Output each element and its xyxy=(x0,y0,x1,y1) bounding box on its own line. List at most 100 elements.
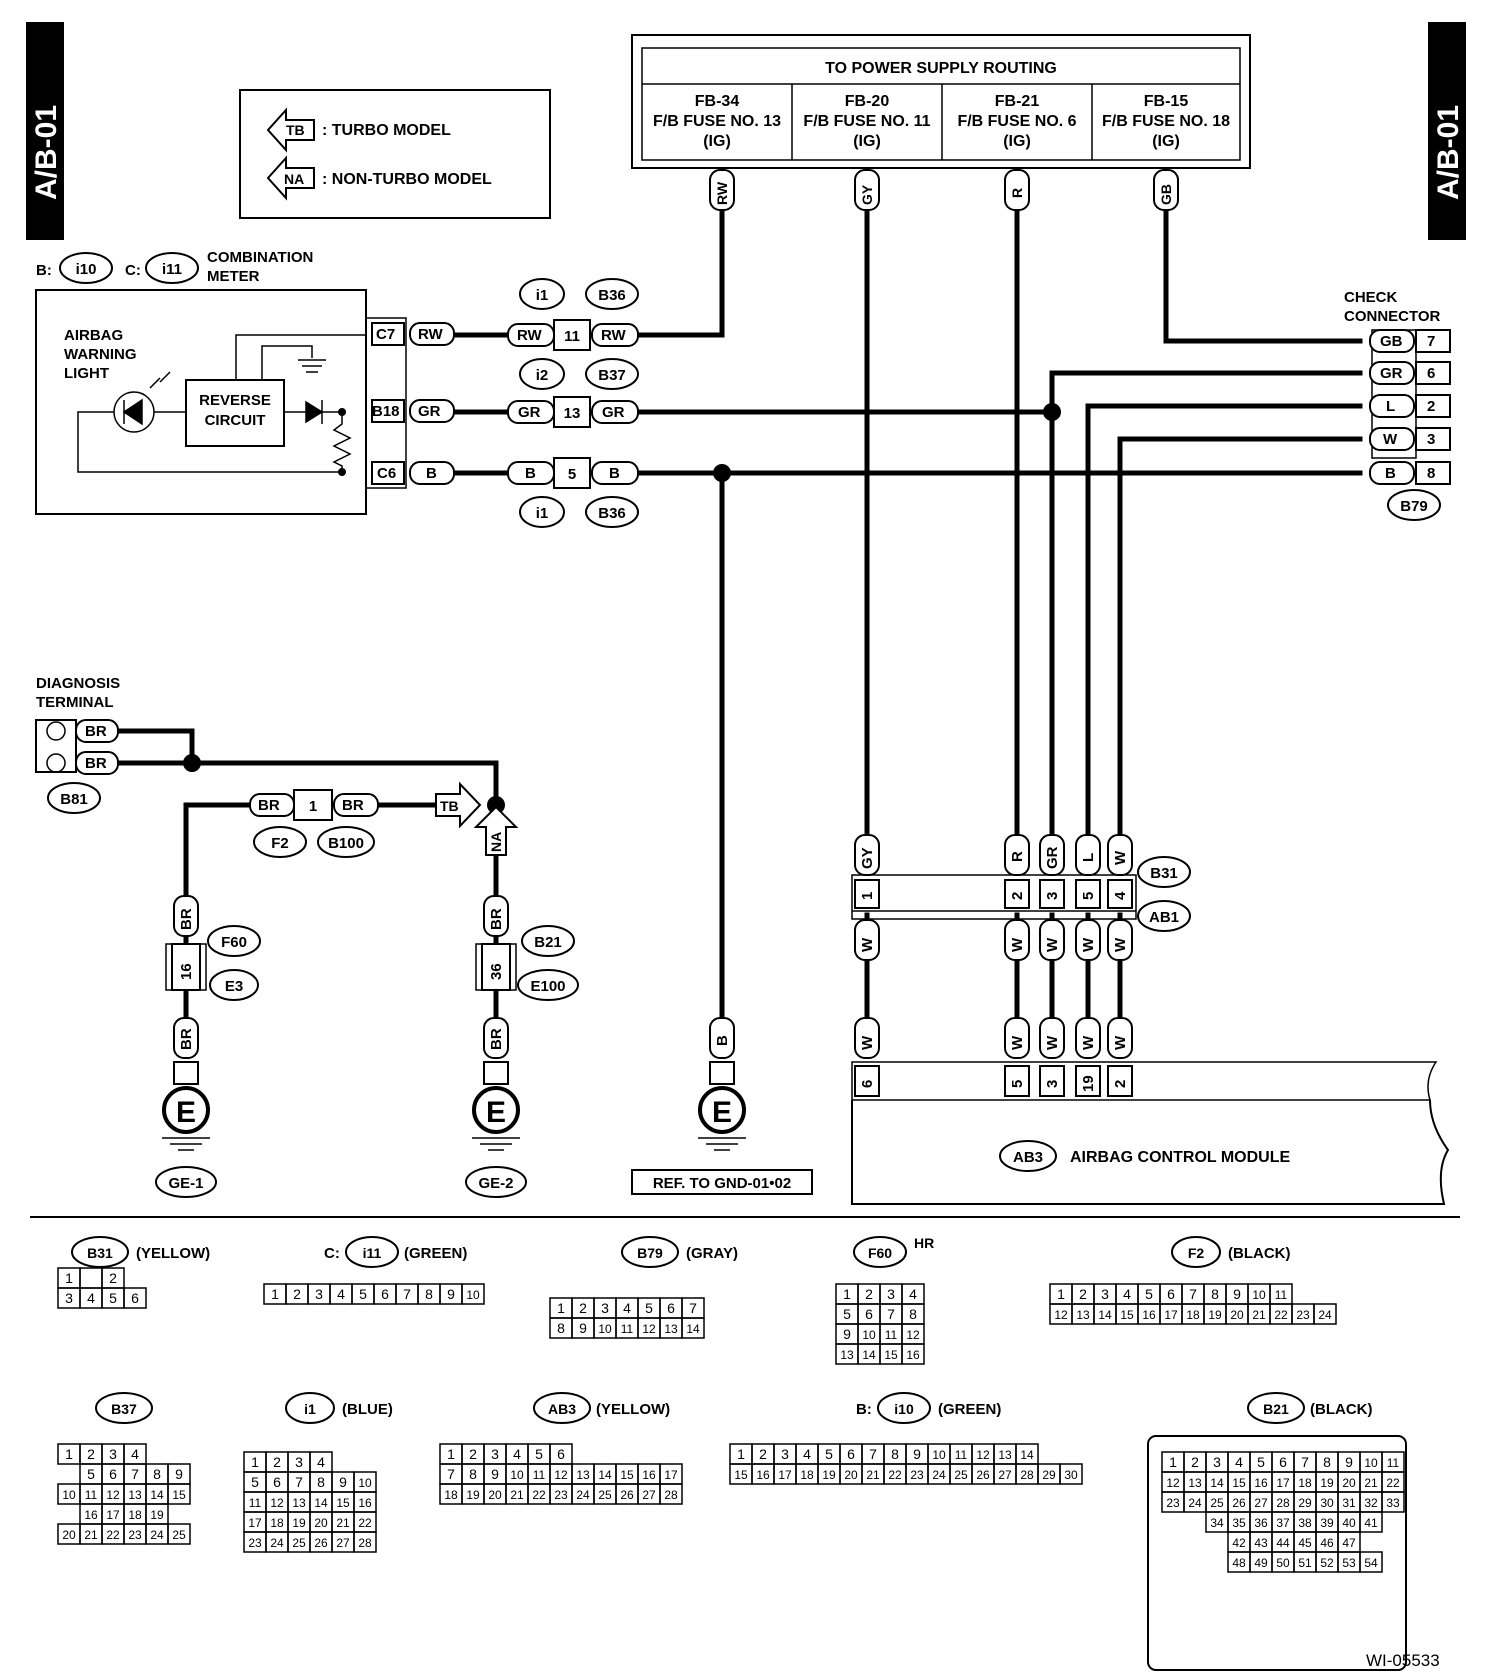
pin-number: 3 xyxy=(781,1446,789,1462)
svg-text:W: W xyxy=(1009,937,1026,952)
pin-number: 2 xyxy=(579,1300,587,1316)
pin-number: 39 xyxy=(1320,1516,1334,1530)
svg-text:13: 13 xyxy=(564,405,581,422)
svg-text:7: 7 xyxy=(1427,333,1435,350)
pin-number: 1 xyxy=(65,1446,73,1462)
pin-number: 15 xyxy=(884,1348,898,1362)
pin-number: 4 xyxy=(337,1286,345,1302)
pin-number: 8 xyxy=(153,1466,161,1482)
svg-text:W: W xyxy=(1112,850,1129,865)
svg-text:F2: F2 xyxy=(271,835,289,852)
pin-number: 24 xyxy=(150,1528,164,1542)
svg-text:E: E xyxy=(712,1096,732,1129)
pin-number: 15 xyxy=(620,1468,634,1482)
pin-number: 54 xyxy=(1364,1556,1378,1570)
pin-number: 12 xyxy=(1054,1308,1068,1322)
svg-text:GR: GR xyxy=(1380,365,1403,382)
svg-text:GR: GR xyxy=(602,404,625,421)
pin-number: 28 xyxy=(1276,1496,1290,1510)
pin-number: 23 xyxy=(128,1528,142,1542)
svg-text:BR: BR xyxy=(85,723,107,740)
pin-number: 6 xyxy=(667,1300,675,1316)
pin-number: 22 xyxy=(106,1528,120,1542)
fuse-name: F/B FUSE NO. 11 xyxy=(803,113,930,130)
svg-text:W: W xyxy=(1080,937,1097,952)
tb-arrow-icon xyxy=(435,781,482,829)
pin-number: 10 xyxy=(466,1288,480,1302)
pin-number: 33 xyxy=(1386,1496,1400,1510)
pin-number: 17 xyxy=(664,1468,678,1482)
pin-number: 13 xyxy=(576,1468,590,1482)
svg-text:(BLACK): (BLACK) xyxy=(1228,1245,1290,1262)
svg-text:BR: BR xyxy=(488,908,505,930)
pin-number: 20 xyxy=(1342,1476,1356,1490)
svg-text:F2: F2 xyxy=(1188,1245,1205,1261)
pin-number: 11 xyxy=(533,1468,546,1482)
pin-number: 1 xyxy=(1057,1286,1065,1302)
svg-text:i10: i10 xyxy=(894,1401,914,1417)
svg-text:W: W xyxy=(1009,1035,1026,1050)
pin-number: 3 xyxy=(887,1286,895,1302)
pin-number: 16 xyxy=(906,1348,920,1362)
pin-number: 21 xyxy=(1364,1476,1378,1490)
pin-number: 1 xyxy=(557,1300,565,1316)
svg-text:GR: GR xyxy=(1044,846,1061,869)
svg-text:B31: B31 xyxy=(1150,865,1178,882)
pin-number: 31 xyxy=(1342,1496,1356,1510)
svg-text:B: B xyxy=(714,1035,731,1046)
pin-number: 6 xyxy=(109,1466,117,1482)
pin-number: 9 xyxy=(447,1286,455,1302)
pin-number: 11 xyxy=(621,1322,634,1336)
pin-number: 25 xyxy=(172,1528,186,1542)
pin-number: 16 xyxy=(642,1468,656,1482)
fuse-ig: (IG) xyxy=(1152,133,1180,150)
pin-number: 40 xyxy=(1342,1516,1356,1530)
svg-text:REF. TO GND-01•02: REF. TO GND-01•02 xyxy=(653,1175,791,1192)
svg-text:GB: GB xyxy=(1380,333,1403,350)
power-supply-box xyxy=(631,34,1251,169)
svg-text:C:: C: xyxy=(324,1245,340,1262)
pin-number: 19 xyxy=(822,1468,836,1482)
pin-number: 36 xyxy=(1254,1516,1268,1530)
svg-text:B79: B79 xyxy=(1400,498,1428,515)
svg-text:(GRAY): (GRAY) xyxy=(686,1245,738,1262)
pin-number: 24 xyxy=(270,1536,284,1550)
pin-number: 11 xyxy=(1275,1288,1288,1302)
pin-number: 22 xyxy=(358,1516,372,1530)
pin-number: 6 xyxy=(273,1474,281,1490)
pin-number: 23 xyxy=(1166,1496,1180,1510)
wire-tag: GY xyxy=(859,184,875,205)
fuse-id: FB-20 xyxy=(845,93,890,110)
pin-number: 21 xyxy=(1252,1308,1266,1322)
pin-number: 5 xyxy=(87,1466,95,1482)
pin-number: 1 xyxy=(65,1270,73,1286)
pin-number: 51 xyxy=(1298,1556,1312,1570)
svg-text:5: 5 xyxy=(1009,1080,1026,1088)
svg-text:CHECK: CHECK xyxy=(1344,289,1398,306)
pin-number: 11 xyxy=(85,1488,98,1502)
wire-tag: GB xyxy=(1158,184,1174,205)
svg-text:B: B xyxy=(525,465,536,482)
pin-number: 1 xyxy=(251,1454,259,1470)
pin-number: 22 xyxy=(1386,1476,1400,1490)
pin-number: 5 xyxy=(1145,1286,1153,1302)
pin-number: 10 xyxy=(510,1468,524,1482)
pin-number: 3 xyxy=(295,1454,303,1470)
pin-cell xyxy=(659,1483,683,1505)
svg-text:i1: i1 xyxy=(304,1401,316,1417)
pin-number: 16 xyxy=(756,1468,770,1482)
svg-text:(BLACK): (BLACK) xyxy=(1310,1401,1372,1418)
pin-number: 26 xyxy=(1232,1496,1246,1510)
pin-number: 14 xyxy=(1210,1476,1224,1490)
svg-text:E: E xyxy=(486,1096,506,1129)
pin-number: 13 xyxy=(1076,1308,1090,1322)
svg-text:B37: B37 xyxy=(111,1401,137,1417)
pin-number: 23 xyxy=(910,1468,924,1482)
svg-text:R: R xyxy=(1009,851,1026,862)
pin-number: 50 xyxy=(1276,1556,1290,1570)
svg-text:WARNING: WARNING xyxy=(64,346,137,363)
pin-number: 47 xyxy=(1342,1536,1356,1550)
svg-text:3: 3 xyxy=(1427,431,1435,448)
pin-number: 20 xyxy=(1230,1308,1244,1322)
svg-text:1: 1 xyxy=(859,892,876,900)
